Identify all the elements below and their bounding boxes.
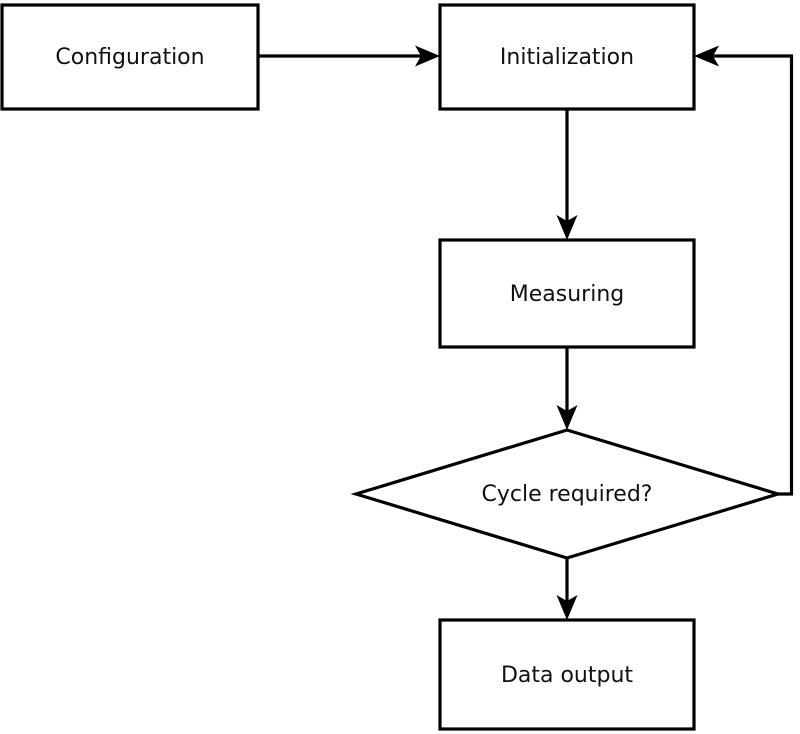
node-cycle-required-label: Cycle required?	[482, 482, 653, 507]
arrowhead-icon	[415, 45, 440, 67]
arrowhead-icon	[556, 215, 578, 240]
arrowhead-icon	[694, 45, 719, 67]
node-configuration-shape[interactable]	[0, 3, 260, 111]
node-measuring-label: Measuring	[510, 282, 624, 307]
node-configuration[interactable]: Configuration	[0, 3, 260, 111]
node-cycle-required[interactable]: Cycle required?	[350, 428, 784, 560]
node-initialization-label: Initialization	[500, 45, 634, 70]
node-data-output-shape[interactable]	[438, 618, 696, 731]
edge-config-to-initialization	[258, 45, 440, 67]
node-measuring[interactable]: Measuring	[438, 238, 696, 349]
edge-cycle-required-to-data-output	[556, 558, 578, 620]
node-configuration-label: Configuration	[55, 45, 204, 70]
edge-measuring-to-cycle-required	[556, 348, 578, 430]
node-initialization-shape[interactable]	[438, 3, 696, 111]
node-data-output-label: Data output	[501, 663, 633, 688]
node-data-output[interactable]: Data output	[438, 618, 696, 731]
node-measuring-shape[interactable]	[438, 238, 696, 349]
edge-initialization-to-measuring	[556, 110, 578, 240]
arrowhead-icon	[556, 405, 578, 430]
edge-cycle-required-to-initialization-feedback	[694, 45, 794, 496]
arrowhead-icon	[556, 595, 578, 620]
node-initialization[interactable]: Initialization	[438, 3, 696, 111]
node-cycle-required-shape[interactable]	[350, 428, 784, 560]
